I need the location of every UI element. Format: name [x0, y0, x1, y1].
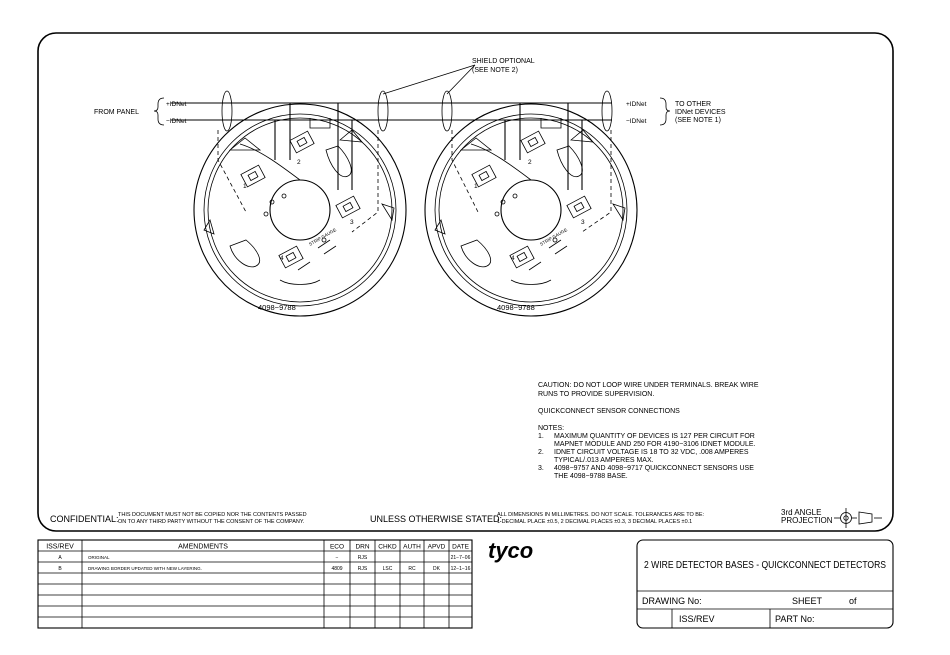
rev-header-iss: ISS/REV [46, 544, 74, 551]
table-row: B DRAWING BORDER UPDATED WITH NEW LAYERI… [58, 566, 470, 572]
note-3-number: 3. [538, 465, 544, 472]
base-1-terminal-2: 2 [297, 159, 301, 166]
from-panel-label: FROM PANEL [94, 109, 139, 116]
tyco-logo: tyco [488, 538, 533, 563]
from-panel-minus-label: −IDNet [166, 118, 187, 125]
notes-block: CAUTION: DO NOT LOOP WIRE UNDER TERMINAL… [538, 382, 759, 480]
base-2-terminal-3: 3 [581, 219, 585, 226]
base-1-part-number: 4098−9788 [258, 303, 296, 312]
caution-line-2: RUNS TO PROVIDE SUPERVISION. [538, 391, 654, 398]
to-other-line1: TO OTHER [675, 101, 711, 108]
note-2-number: 2. [538, 449, 544, 456]
base-2-terminal-1: 1 [474, 183, 478, 190]
rev-header-eco: ECO [330, 544, 344, 551]
confidential-line-1: THIS DOCUMENT MUST NOT BE COPIED NOR THE… [118, 512, 307, 518]
notes-heading: NOTES: [538, 425, 564, 432]
drawing-title: 2 WIRE DETECTOR BASES - QUICKCONNECT DET… [644, 559, 886, 571]
rev-a-iss: A [58, 555, 62, 561]
to-other-minus-label: −IDNet [626, 118, 647, 125]
table-row: A ORIGINAL − RJS 21−7−06 [58, 555, 470, 561]
note-3-line-1: 4098−9757 AND 4098−9717 QUICKCONNECT SEN… [554, 465, 754, 472]
base-1-terminal-3: 3 [350, 219, 354, 226]
note-1-line-2: MAPNET MODULE AND 250 FOR 4190−3106 IDNE… [554, 441, 756, 448]
detector-base-2: 1 2 3 4 STRIP GAUGE [424, 103, 638, 317]
base-1-terminal-1: 1 [243, 183, 247, 190]
rev-a-date: 21−7−06 [451, 555, 471, 561]
rev-a-drn: RJS [358, 555, 368, 561]
drawing-frame [37, 32, 894, 532]
detector-base-1: 1 2 3 4 STRIP GAUGE [193, 103, 407, 317]
to-other-bracket [659, 97, 671, 126]
tolerance-line-1: ALL DIMENSIONS IN MILLIMETRES. DO NOT SC… [497, 512, 705, 518]
rev-header-apvd: APVD [428, 544, 446, 551]
from-panel-bracket [153, 97, 165, 126]
rev-header-amendments: AMENDMENTS [178, 544, 228, 551]
base-2-terminal-4: 4 [511, 255, 515, 262]
part-no-label: PART No: [775, 614, 815, 624]
caution-line-1: CAUTION: DO NOT LOOP WIRE UNDER TERMINAL… [538, 382, 759, 389]
note-3-line-2: THE 4098−9788 BASE. [554, 473, 628, 480]
rev-b-eco: 4809 [331, 566, 342, 572]
rev-header-chkd: CHKD [378, 544, 397, 551]
rev-b-chkd: LSC [383, 566, 393, 572]
note-2-line-1: IDNET CIRCUIT VOLTAGE IS 18 TO 32 VDC, .… [554, 449, 749, 456]
confidential-label: CONFIDENTIAL: [50, 514, 119, 524]
from-panel-plus-label: +IDNet [166, 101, 187, 108]
projection-line-2: PROJECTION [781, 516, 833, 525]
to-other-plus-label: +IDNet [626, 101, 647, 108]
rev-b-auth: RC [408, 566, 416, 572]
sheet-label: SHEET [792, 596, 823, 606]
iss-rev-label: ISS/REV [679, 614, 715, 624]
rev-b-iss: B [58, 566, 62, 572]
revision-table: ISS/REV AMENDMENTS ECO DRN CHKD AUTH APV… [37, 539, 473, 629]
rev-header-auth: AUTH [403, 544, 421, 551]
base-2-part-number: 4098−9788 [497, 303, 535, 312]
to-other-line2: IDNet DEVICES [675, 109, 726, 116]
rev-a-amendment: ORIGINAL [88, 555, 110, 560]
rev-a-eco: − [336, 555, 339, 561]
drawing-no-label: DRAWING No: [642, 596, 702, 606]
rev-b-date: 12−1−16 [451, 566, 471, 572]
unless-stated-label: UNLESS OTHERWISE STATED: [370, 514, 502, 524]
base-1-terminal-4: 4 [280, 255, 284, 262]
sheet-of-label: of [849, 596, 857, 606]
rev-b-drn: RJS [358, 566, 368, 572]
title-block: 2 WIRE DETECTOR BASES - QUICKCONNECT DET… [636, 539, 894, 629]
rev-header-date: DATE [452, 544, 470, 551]
notes-subtitle: QUICKCONNECT SENSOR CONNECTIONS [538, 408, 680, 415]
base-2-terminal-2: 2 [528, 159, 532, 166]
legal-strip: CONFIDENTIAL: THIS DOCUMENT MUST NOT BE … [50, 508, 882, 528]
idnet-bus-wiring [171, 102, 612, 190]
shield-optional-label: SHIELD OPTIONAL [472, 58, 535, 65]
rev-b-amendment: DRAWING BORDER UPDATED WITH NEW LAYERING… [88, 566, 202, 571]
to-other-line3: (SEE NOTE 1) [675, 117, 721, 124]
note-1-line-1: MAXIMUM QUANTITY OF DEVICES IS 127 PER C… [554, 433, 755, 440]
rev-b-apvd: DK [433, 566, 441, 572]
tolerance-line-2: 1 DECIMAL PLACE ±0.5, 2 DECIMAL PLACES ±… [497, 519, 692, 525]
third-angle-projection-icon [834, 508, 882, 528]
confidential-line-2: ON TO ANY THIRD PARTY WITHOUT THE CONSEN… [118, 519, 305, 525]
shield-wiring [217, 64, 613, 233]
note-2-line-2: TYPICAL/.013 AMPERES MAX. [554, 457, 654, 464]
rev-header-drn: DRN [355, 544, 369, 551]
projection-line-1: 3rd ANGLE [781, 508, 821, 517]
note-1-number: 1. [538, 433, 544, 440]
shield-note-ref: (SEE NOTE 2) [472, 67, 518, 74]
